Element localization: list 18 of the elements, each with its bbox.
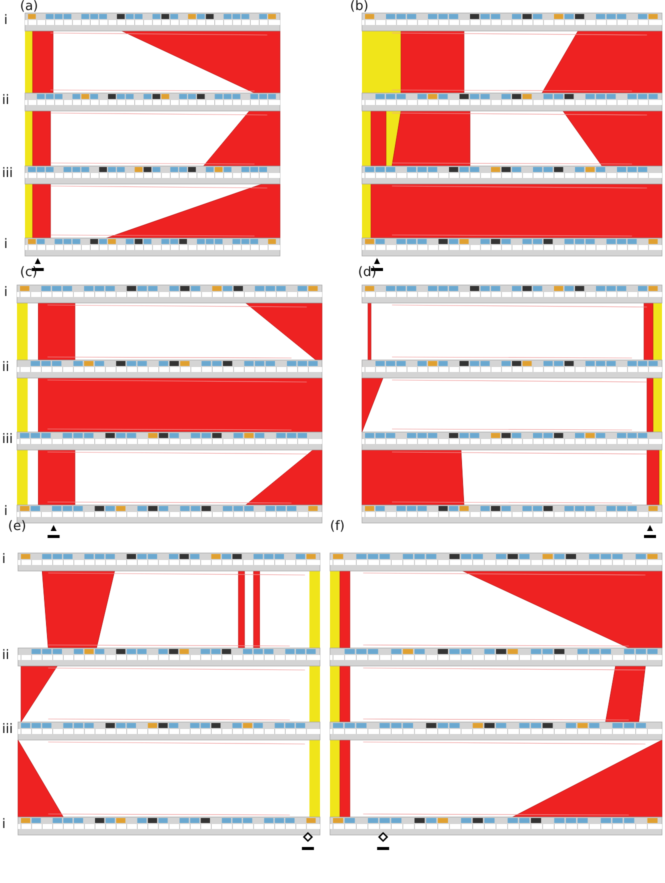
panel-label: (c): [20, 266, 38, 280]
row-label: iii: [2, 723, 13, 737]
row-label: ii: [2, 361, 10, 375]
row-label: i: [2, 818, 6, 832]
row-label: i: [4, 238, 8, 252]
row-label: i: [4, 286, 8, 300]
row-label: ii: [2, 649, 10, 663]
panel-label: (e): [8, 520, 26, 534]
row-label: i: [4, 14, 8, 28]
row-label: ii: [2, 94, 10, 108]
row-label: iii: [2, 433, 13, 447]
panel-label: (b): [350, 0, 368, 14]
row-label: i: [2, 553, 6, 567]
panel-label: (f): [330, 520, 345, 534]
panel-label: (d): [358, 266, 376, 280]
panel-label: (a): [20, 0, 38, 14]
row-label: iii: [2, 167, 13, 181]
row-label: i: [4, 505, 8, 519]
